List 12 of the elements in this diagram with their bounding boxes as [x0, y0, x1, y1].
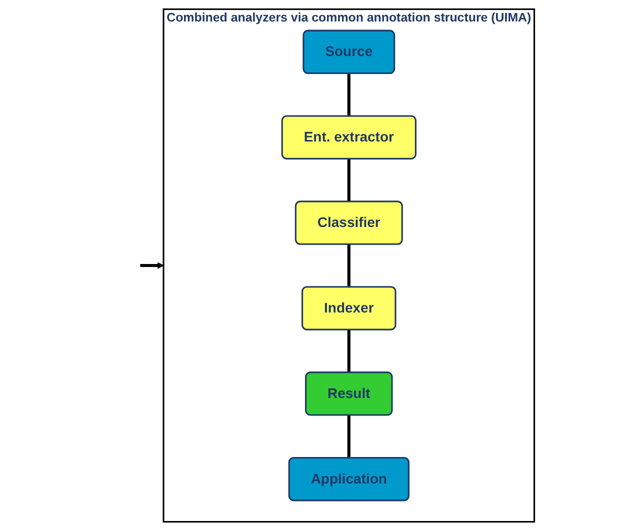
node-box: Ent. extractor — [281, 115, 416, 160]
node-box: Source — [302, 30, 396, 74]
node-box: Application — [288, 456, 410, 502]
connector — [347, 73, 350, 116]
node-box: Classifier — [294, 200, 403, 245]
node-box: Indexer — [302, 286, 396, 330]
node-box: Result — [305, 372, 393, 416]
arrow — [140, 262, 164, 269]
connector — [347, 330, 350, 372]
connector — [347, 415, 350, 458]
connector — [347, 158, 350, 202]
connector — [347, 244, 350, 287]
